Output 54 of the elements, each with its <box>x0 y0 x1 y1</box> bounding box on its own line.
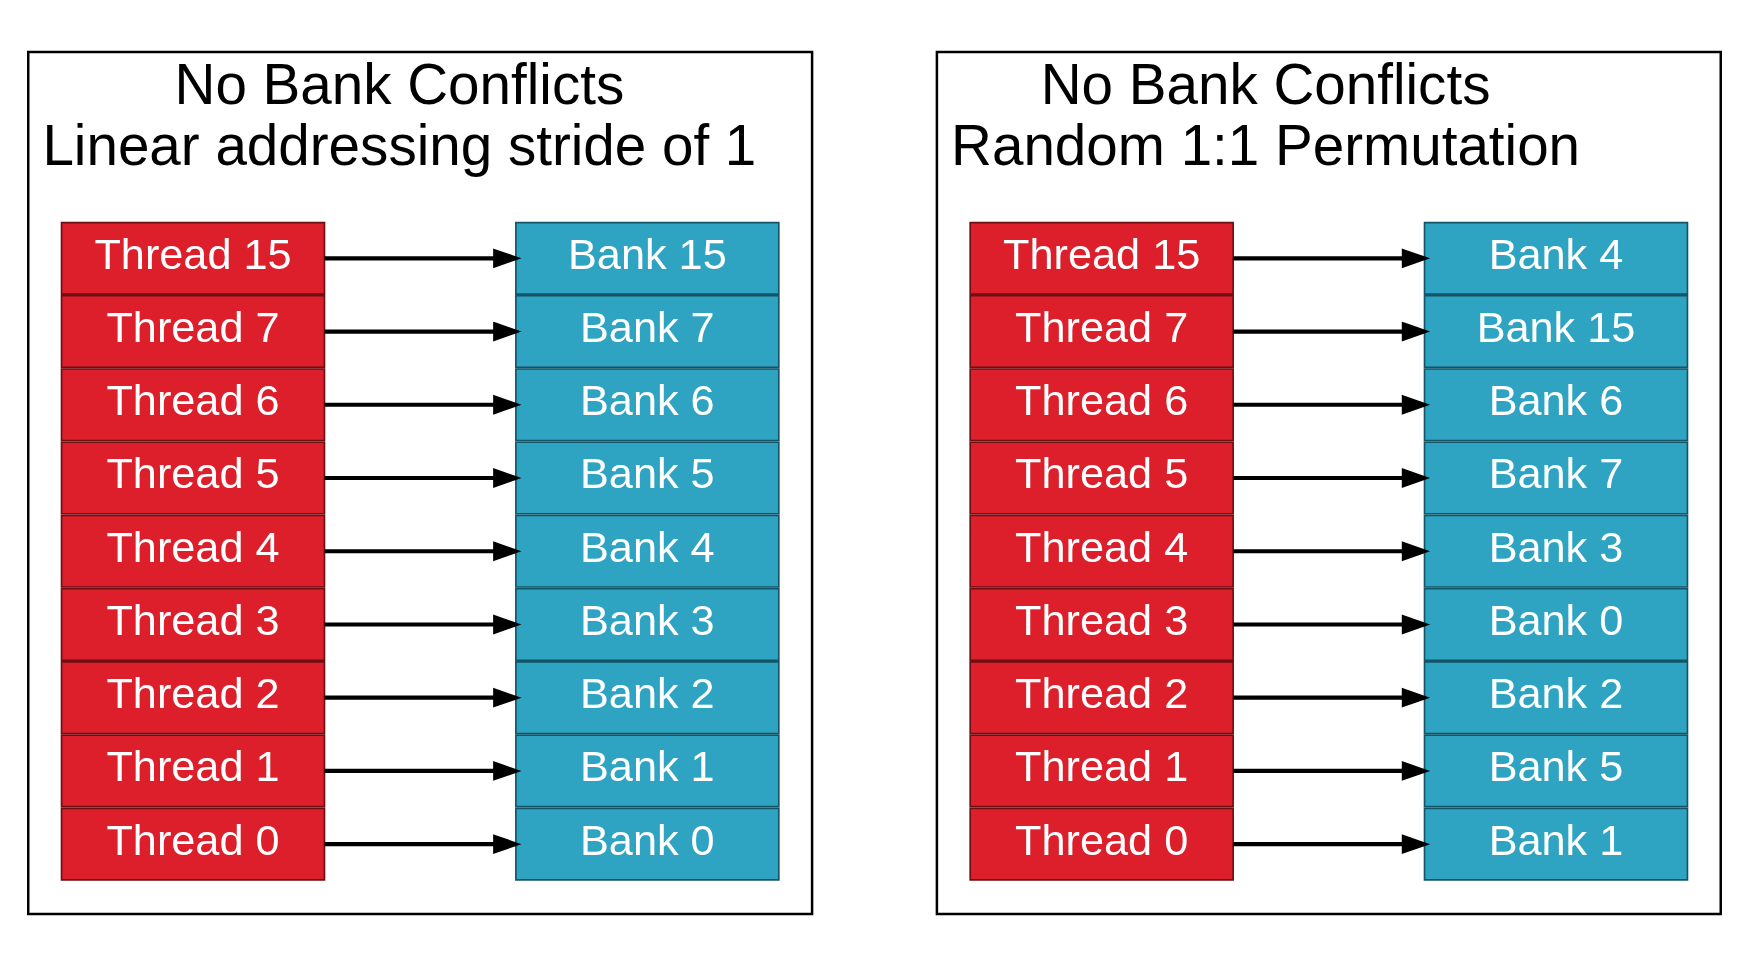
node-box: Thread 5 <box>969 440 1234 515</box>
node-box: Bank 15 <box>515 221 780 295</box>
node-box: Thread 7 <box>969 294 1234 368</box>
arrow <box>1233 760 1431 781</box>
arrow <box>324 467 522 488</box>
node-box: Thread 7 <box>60 294 326 368</box>
node-box: Bank 6 <box>1423 367 1689 441</box>
node-box: Bank 6 <box>515 367 780 441</box>
node-box: Thread 15 <box>60 221 326 295</box>
arrow <box>1233 321 1431 341</box>
arrow <box>1233 467 1431 488</box>
node-box: Thread 15 <box>969 221 1234 295</box>
node-box: Bank 5 <box>1423 733 1689 808</box>
node-box: Thread 3 <box>969 587 1234 661</box>
node-box: Thread 4 <box>60 514 326 588</box>
node-box: Thread 1 <box>969 733 1234 808</box>
arrow <box>324 247 522 268</box>
node-box: Bank 0 <box>515 807 780 881</box>
node-box: Bank 0 <box>1423 587 1689 661</box>
arrow <box>324 614 522 634</box>
arrow <box>324 833 522 854</box>
node-box: Thread 0 <box>60 807 326 881</box>
node-box: Bank 4 <box>1423 221 1689 295</box>
node-box: Thread 5 <box>60 440 326 515</box>
arrow <box>324 321 522 341</box>
node-box: Thread 4 <box>969 514 1234 588</box>
arrow <box>1233 540 1431 561</box>
node-box: Bank 15 <box>1423 294 1689 368</box>
node-box: Bank 4 <box>515 514 780 588</box>
node-box: Bank 3 <box>515 587 780 661</box>
node-box: Bank 3 <box>1423 514 1689 588</box>
node-box: Bank 2 <box>515 660 780 734</box>
node-box: Bank 7 <box>1423 440 1689 515</box>
node-box: Bank 7 <box>515 294 780 368</box>
arrow <box>1233 833 1431 854</box>
arrow <box>1233 614 1431 634</box>
node-box: Thread 6 <box>969 367 1234 441</box>
node-box: Thread 1 <box>60 733 326 808</box>
arrow <box>1233 687 1431 708</box>
node-box: Thread 0 <box>969 807 1234 881</box>
node-box: Bank 5 <box>515 440 780 515</box>
node-box: Bank 2 <box>1423 660 1689 734</box>
arrow <box>324 540 522 561</box>
node-box: Thread 2 <box>969 660 1234 734</box>
arrow <box>324 394 522 415</box>
node-box: Bank 1 <box>515 733 780 808</box>
arrow <box>324 687 522 708</box>
arrow <box>324 760 522 781</box>
arrow <box>1233 394 1431 415</box>
node-box: Thread 3 <box>60 587 326 661</box>
node-box: Bank 1 <box>1423 807 1689 881</box>
node-box: Thread 6 <box>60 367 326 441</box>
node-box: Thread 2 <box>60 660 326 734</box>
arrow <box>1233 247 1431 268</box>
